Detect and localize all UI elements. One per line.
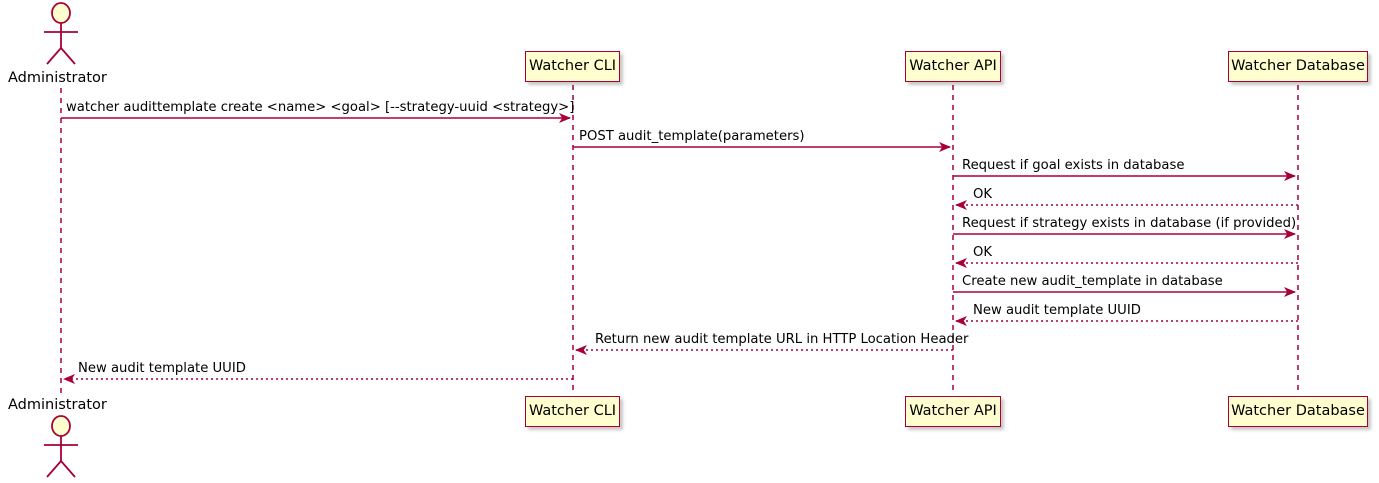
actor-administrator-bottom bbox=[44, 415, 78, 478]
actor-head-icon bbox=[51, 415, 71, 437]
message-label-5: OK bbox=[973, 245, 993, 260]
participant-label: Watcher CLI bbox=[528, 403, 617, 420]
participant-box-watcher-database-bottom[interactable]: Watcher Database bbox=[1228, 396, 1368, 427]
message-label-2: Request if goal exists in database bbox=[962, 158, 1185, 173]
participant-label: Watcher CLI bbox=[528, 58, 617, 75]
message-label-4: Request if strategy exists in database (… bbox=[962, 216, 1297, 231]
participant-label: Watcher API bbox=[909, 58, 997, 75]
message-label-8: Return new audit template URL in HTTP Lo… bbox=[595, 332, 969, 347]
actor-label-administrator-bottom: Administrator bbox=[8, 397, 107, 413]
message-label-7: New audit template UUID bbox=[973, 303, 1141, 318]
actor-administrator-top bbox=[44, 2, 78, 65]
message-label-1: POST audit_template(parameters) bbox=[579, 129, 805, 144]
participant-box-watcher-api-top[interactable]: Watcher API bbox=[905, 51, 1001, 82]
actor-legs-icon bbox=[46, 460, 76, 478]
participant-box-watcher-database-top[interactable]: Watcher Database bbox=[1228, 51, 1368, 82]
actor-legs-icon bbox=[46, 47, 76, 65]
actor-label-administrator-top: Administrator bbox=[8, 70, 107, 86]
participant-label: Watcher API bbox=[909, 403, 997, 420]
participant-box-watcher-cli-top[interactable]: Watcher CLI bbox=[525, 51, 620, 82]
lifelines bbox=[60, 85, 1299, 395]
participant-box-watcher-cli-bottom[interactable]: Watcher CLI bbox=[525, 396, 620, 427]
message-label-6: Create new audit_template in database bbox=[962, 274, 1223, 289]
participant-label: Watcher Database bbox=[1231, 403, 1365, 420]
participant-label: Watcher Database bbox=[1231, 58, 1365, 75]
message-arrows bbox=[61, 113, 1298, 384]
message-label-9: New audit template UUID bbox=[78, 361, 246, 376]
message-label-0: watcher audittemplate create <name> <goa… bbox=[66, 100, 575, 115]
participant-box-watcher-api-bottom[interactable]: Watcher API bbox=[905, 396, 1001, 427]
message-label-3: OK bbox=[973, 187, 993, 202]
actor-head-icon bbox=[51, 2, 71, 24]
